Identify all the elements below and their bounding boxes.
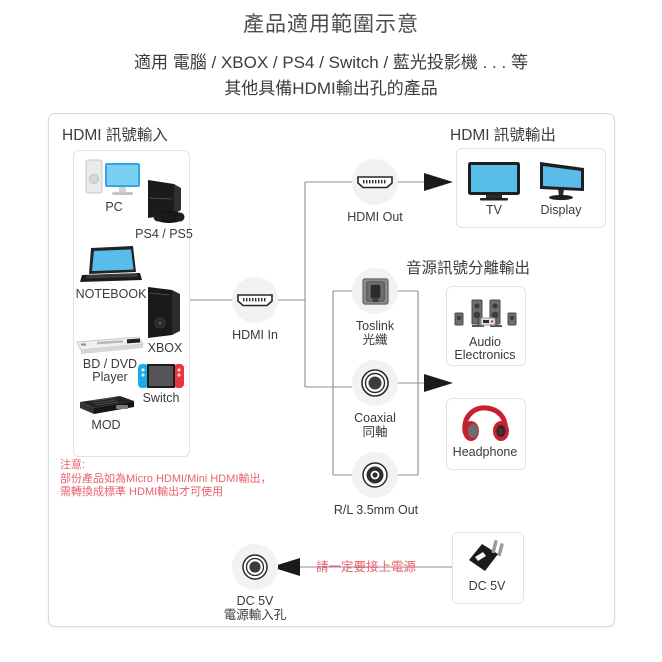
input-section-caption: HDMI 訊號輸入: [62, 127, 168, 144]
input-device-label: NOTEBOOK: [75, 287, 147, 301]
output-device-label-2: Electronics: [454, 348, 516, 362]
input-device-label: PC: [105, 200, 123, 214]
audio-jack-icon: [362, 462, 388, 488]
monitor-icon: [534, 158, 588, 202]
toslink-label: Toslink: [355, 319, 395, 333]
audio-section-caption: 音源訊號分離輸出: [406, 260, 531, 277]
input-device-label: PS4 / PS5: [135, 227, 193, 241]
coaxial-label: Coaxial: [354, 411, 396, 425]
analog-audio-label: R/L 3.5mm Out: [333, 503, 419, 517]
headphone-icon: b: [458, 404, 512, 444]
input-device-label: BD / DVD: [82, 357, 138, 371]
warning-line-1: 部份產品如為Micro HDMI/Mini HDMI輸出，: [60, 472, 272, 485]
hdmi-out-label: HDMI Out: [347, 210, 403, 224]
output-device-label: Display: [540, 203, 582, 217]
dc-in-label: DC 5V: [236, 594, 274, 608]
page-title: 產品適用範圍示意: [243, 13, 419, 36]
power-adapter-icon: [464, 538, 510, 578]
svg-text:b: b: [499, 429, 503, 436]
toslink-label-2: 光纖: [362, 333, 388, 347]
hdmi-port-icon: [357, 176, 393, 189]
power-note: 請一定要接上電源: [316, 560, 417, 574]
dc-power-jack: [232, 544, 278, 590]
desktop-computer-icon: [83, 157, 145, 199]
coaxial-port: [352, 360, 398, 406]
warning-title: 注意:: [60, 459, 86, 471]
output-device-label: Audio: [469, 335, 501, 349]
input-device-label: Switch: [142, 391, 180, 405]
speaker-system-icon: [452, 294, 518, 332]
laptop-icon: [78, 244, 144, 286]
analog-audio-port: [352, 452, 398, 498]
hdmi-port-icon: [237, 294, 273, 307]
warning-line-2: 需轉換成標準 HDMI輸出才可使用: [60, 486, 224, 498]
set-top-box-icon: [76, 392, 138, 418]
coaxial-label-2: 同軸: [362, 425, 388, 439]
television-icon: [466, 160, 522, 202]
output-section-caption: HDMI 訊號輸出: [450, 127, 556, 144]
subtitle-line-1: 適用 電腦 / XBOX / PS4 / Switch / 藍光投影機 . . …: [134, 53, 528, 72]
hdmi-out-port: [352, 159, 398, 205]
hdmi-in-label: HDMI In: [232, 328, 278, 342]
dc-in-label-2: 電源輸入孔: [223, 608, 287, 622]
warning-note: 注意: 部份產品如為Micro HDMI/Mini HDMI輸出， 需轉換成標準…: [60, 459, 271, 500]
power-adapter-box: [452, 532, 524, 604]
input-device-label: MOD: [91, 418, 121, 432]
disc-player-icon: [75, 334, 145, 356]
toslink-optical-port-icon: [361, 277, 389, 305]
audio-electronics-box: [446, 286, 526, 366]
input-device-label: XBOX: [147, 341, 183, 355]
output-device-label: Headphone: [452, 445, 518, 459]
toslink-port: [352, 268, 398, 314]
xbox-console-icon: [142, 283, 186, 340]
output-device-label: DC 5V: [468, 579, 506, 593]
dc-power-jack-icon: [242, 554, 268, 580]
subtitle-line-2: 其他具備HDMI輸出孔的產品: [224, 79, 438, 98]
switch-console-icon: [134, 361, 188, 391]
coaxial-jack-icon: [361, 369, 389, 397]
input-device-label-2: Player: [92, 370, 128, 384]
hdmi-in-port: [232, 277, 278, 323]
output-device-label: TV: [486, 203, 502, 217]
game-console-icon: [140, 176, 188, 226]
